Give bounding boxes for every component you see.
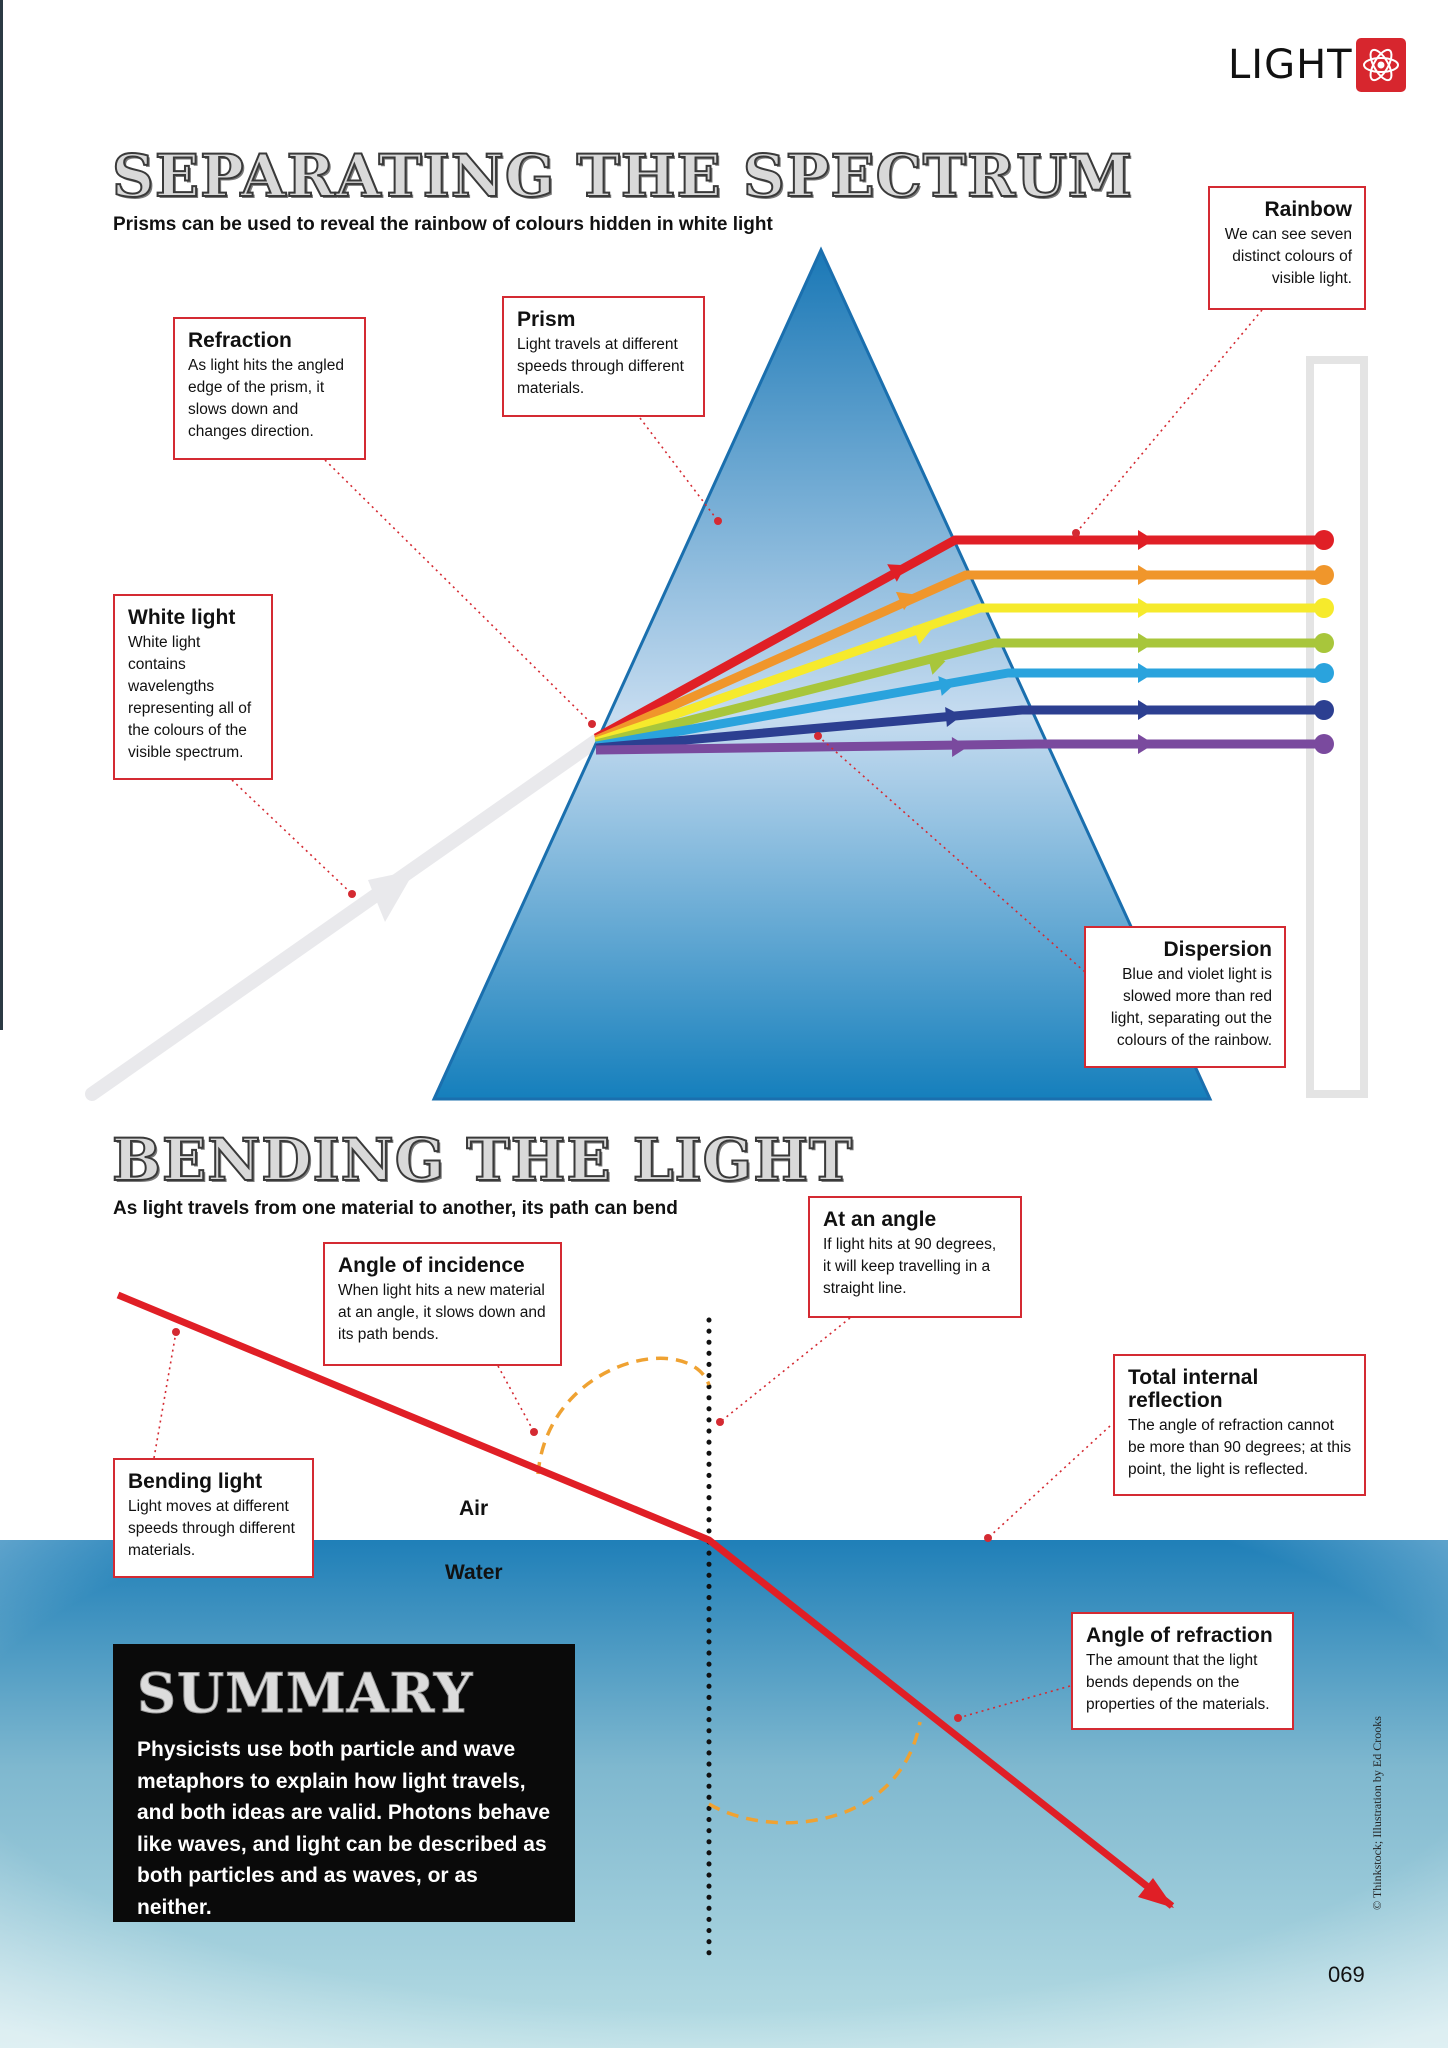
spectrum-ray-violet [595,739,1324,755]
pin-refraction [588,720,596,728]
spectrum-ray-arrow-orange [1138,565,1154,585]
spectrum-section-subtitle: Prisms can be used to reveal the rainbow… [113,214,773,235]
callout-title: Total internal reflection [1128,1366,1259,1412]
callout-title: Dispersion [1163,938,1272,961]
image-credit: © Thinkstock; Illustration by Ed Crooks [1370,1716,1384,1910]
callout-title: Rainbow [1264,198,1353,221]
spectrum-ray-end-green [1314,633,1334,653]
callout-body: As light hits the angled edge of the pri… [188,357,344,440]
callout-body: The amount that the light bends depends … [1086,1652,1270,1713]
callout-dispersion: Dispersion Blue and violet light is slow… [1084,926,1286,1068]
callout-title: White light [128,606,236,629]
pin-angle-of-incidence [530,1428,538,1436]
spectrum-ray-end-blue [1314,663,1334,683]
leader-bending-light [153,1331,177,1459]
spectrum-ray-orange [594,570,1324,745]
spectrum-ray-arrow-blue [1138,663,1154,683]
callout-refraction: Refraction As light hits the angled edge… [173,317,366,460]
spectrum-ray-end-yellow [1314,598,1334,618]
spectrum-ray-arrow-yellow [1138,598,1154,618]
spectrum-ray-inner-arrow-green [927,655,946,675]
pin-dispersion [814,732,822,740]
spectrum-screen [1306,356,1368,1098]
spectrum-ray-inner-arrow-blue [938,676,956,696]
leader-refraction [324,459,593,725]
pin-at-an-angle [716,1418,724,1426]
refracted-light-ray [116,1291,1175,1909]
white-light-arrowhead [368,870,415,922]
callout-body: We can see seven distinct colours of vis… [1224,226,1352,287]
pin-prism [714,517,722,525]
pin-white-light [348,890,356,898]
spectrum-ray-inner-arrow-violet [951,737,968,757]
callout-title: Refraction [188,329,292,352]
callout-at-an-angle: At an angle If light hits at 90 degrees,… [808,1196,1022,1318]
bending-section-title: BENDING THE LIGHT [111,1125,854,1195]
callout-prism: Prism Light travels at different speeds … [502,296,705,417]
summary-body: Physicists use both particle and wave me… [137,1738,551,1919]
callout-body: The angle of refraction cannot be more t… [1128,1417,1352,1478]
callout-body: White light contains wavelengths represe… [128,634,252,761]
spectrum-ray-arrow-violet [1138,734,1154,754]
water-label: Water [445,1561,503,1584]
pin-angle-of-refraction [954,1714,962,1722]
white-light-beam [85,734,603,1101]
spectrum-ray-inner-arrow-orange [895,591,915,611]
callout-angle-of-refraction: Angle of refraction The amount that the … [1071,1612,1294,1730]
callout-body: When light hits a new material at an ang… [338,1282,546,1343]
callout-bending-light: Bending light Light moves at different s… [113,1458,314,1578]
callout-body: If light hits at 90 degrees, it will kee… [823,1236,997,1297]
incidence-angle-arc [536,1356,711,1475]
spectrum-ray-yellow [594,603,1324,747]
callout-rainbow: Rainbow We can see seven distinct colour… [1208,186,1366,310]
callout-title: Angle of incidence [338,1254,525,1277]
callout-title: Prism [517,308,576,331]
section-header-word: LIGHT [1228,42,1353,88]
leader-angle-of-incidence [497,1365,535,1433]
bending-section-subtitle: As light travels from one material to an… [113,1198,678,1219]
atom-icon [1356,38,1406,92]
page-edge-bar [0,0,3,1030]
spectrum-ray-inner-arrow-indigo [945,707,962,727]
leader-total-internal-reflection [987,1425,1111,1539]
leader-white-light [231,779,353,895]
callout-body: Blue and violet light is slowed more tha… [1110,966,1272,1049]
leader-rainbow [1075,309,1263,534]
spectrum-ray-end-orange [1314,565,1334,585]
refraction-angle-arc [708,1721,922,1825]
leader-prism [639,417,719,522]
callout-title: Angle of refraction [1086,1624,1273,1647]
spectrum-ray-end-violet [1314,734,1334,754]
callout-body: Light travels at different speeds throug… [517,336,684,397]
summary-title: SUMMARY [137,1661,474,1725]
callout-title: Bending light [128,1470,263,1493]
spectrum-ray-red [593,535,1324,742]
callout-angle-of-incidence: Angle of incidence When light hits a new… [323,1242,562,1366]
spectrum-ray-end-indigo [1314,700,1334,720]
page-number: 069 [1328,1962,1365,1987]
spectrum-ray-green [594,638,1324,749]
leader-at-an-angle [719,1317,851,1423]
spectrum-ray-arrow-red [1138,530,1154,550]
spectrum-ray-inner-arrow-yellow [912,625,932,645]
spectrum-ray-blue [595,668,1324,751]
spectrum-ray-inner-arrow-red [887,564,907,582]
callout-white-light: White light White light contains wavelen… [113,594,273,780]
air-label: Air [459,1497,489,1520]
spectrum-ray-indigo [595,705,1324,753]
pin-total-internal-reflection [984,1534,992,1542]
leader-angle-of-refraction [957,1685,1071,1719]
spectrum-rays [593,530,1334,757]
spectrum-section-title: SEPARATING THE SPECTRUM [111,141,1133,211]
summary-box: SUMMARY Physicists use both particle and… [113,1644,575,1922]
callout-total-internal-reflection: Total internal reflection The angle of r… [1113,1354,1366,1496]
pin-bending-light [172,1328,180,1336]
pin-rainbow [1072,529,1080,537]
callout-title: At an angle [823,1208,937,1231]
refracted-ray-arrowhead [1138,1878,1174,1908]
spectrum-ray-arrow-green [1138,633,1154,653]
callout-body: Light moves at different speeds through … [128,1498,295,1559]
spectrum-ray-end-red [1314,530,1334,550]
spectrum-ray-arrow-indigo [1138,700,1154,720]
